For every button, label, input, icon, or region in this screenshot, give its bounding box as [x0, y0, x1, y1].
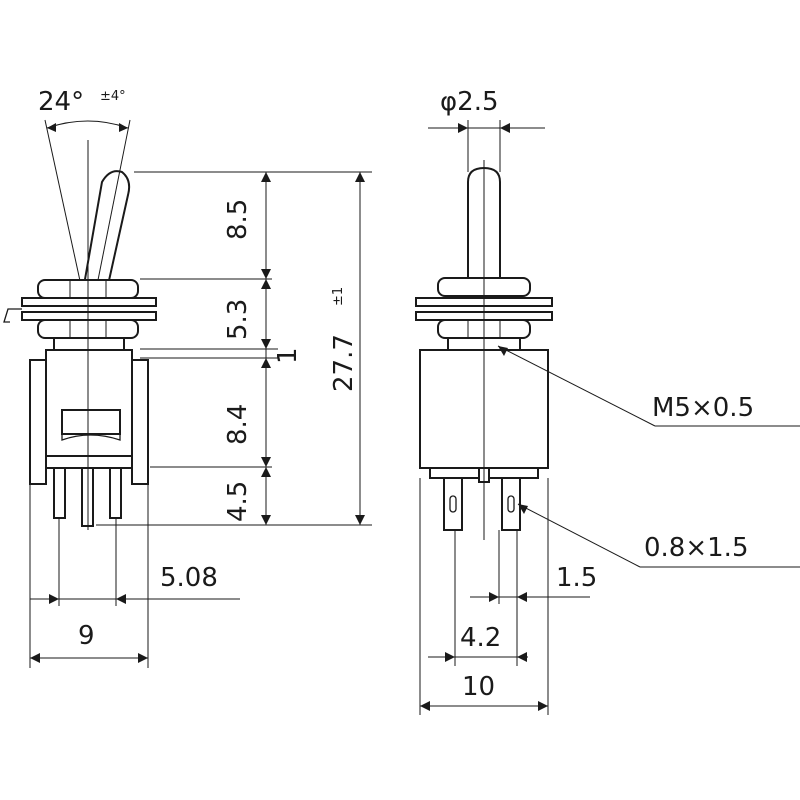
label-thread: M5×0.5 [652, 393, 754, 423]
side-view [3, 119, 372, 668]
side-angle-line-left [44, 119, 83, 291]
side-pin-left [53, 467, 66, 519]
label-lever-diameter: φ2.5 [440, 87, 499, 117]
side-pin-right [109, 467, 122, 519]
label-dim-pins: 4.5 [223, 481, 253, 522]
label-dim-pin-offset: 1.5 [556, 563, 597, 593]
front-terminal-right [501, 477, 521, 531]
label-dim-bushing: 5.3 [223, 299, 253, 340]
side-body [45, 349, 133, 457]
label-dim-total: 27.7 [329, 334, 359, 392]
front-terminal-left [443, 477, 463, 531]
side-angle-line-right [95, 119, 131, 291]
side-body-base [45, 455, 133, 469]
front-view [415, 120, 800, 715]
leader-thread [497, 345, 656, 427]
side-lever [82, 170, 131, 286]
label-dim-width-side: 9 [78, 621, 95, 651]
label-dim-gap: 1 [273, 347, 303, 364]
side-washer-tab [3, 308, 22, 323]
side-bracket-left [29, 359, 47, 485]
label-angle-tolerance: ±4° [100, 89, 126, 104]
label-dim-pin-span: 4.2 [460, 623, 501, 653]
label-angle: 24° [38, 87, 84, 117]
label-terminal-size: 0.8×1.5 [644, 533, 748, 563]
label-dim-width-front: 10 [462, 672, 495, 702]
label-dim-total-tolerance: ±1 [331, 287, 346, 306]
leader-terminal [517, 503, 641, 568]
side-washer-lower [21, 311, 157, 321]
label-dim-pitch: 5.08 [160, 563, 218, 593]
side-bracket-right [131, 359, 149, 485]
side-washer [21, 297, 157, 307]
label-dim-lever: 8.5 [223, 199, 253, 240]
side-angle-arc [46, 120, 129, 129]
side-actuator-window [61, 409, 121, 435]
side-bushing-base [53, 337, 125, 351]
label-dim-body: 8.4 [223, 404, 253, 445]
